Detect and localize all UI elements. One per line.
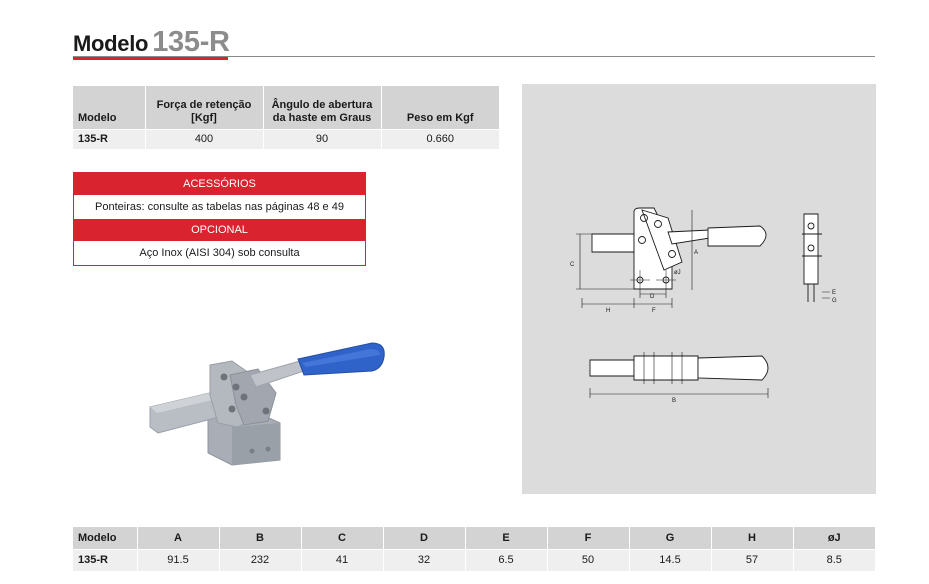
title-prefix: Modelo — [73, 31, 149, 56]
dims-col-j: øJ — [793, 527, 875, 549]
spec-cell-angle: 90 — [263, 128, 382, 149]
spec-table: Modelo Força de retenção [Kgf] Ângulo de… — [73, 86, 499, 149]
optional-heading: OPCIONAL — [74, 219, 365, 241]
dims-col-c: C — [301, 527, 384, 549]
dims-cell-c: 41 — [301, 548, 384, 571]
accessories-text: Ponteiras: consulte as tabelas nas págin… — [74, 195, 365, 219]
dims-cell-b: 232 — [219, 548, 302, 571]
dimensions-table: Modelo A B C D E F G H øJ 135-R 91.5 232… — [73, 527, 875, 571]
dims-col-b: B — [219, 527, 302, 549]
dim-label-g: G — [832, 298, 837, 304]
dims-cell-j: 8.5 — [793, 548, 875, 571]
accessories-heading: ACESSÓRIOS — [74, 173, 365, 195]
dims-col-a: A — [137, 527, 220, 549]
spec-col-model: Modelo — [73, 86, 146, 129]
dim-label-e: E — [832, 290, 836, 296]
dim-label-h: H — [606, 308, 610, 314]
dims-cell-e: 6.5 — [465, 548, 548, 571]
clamp-product-image — [149, 342, 385, 466]
dims-cell-d: 32 — [383, 548, 466, 571]
dims-cell-f: 50 — [547, 548, 630, 571]
title-accent-rule — [73, 57, 228, 60]
optional-text: Aço Inox (AISI 304) sob consulta — [74, 241, 365, 265]
dims-cell-h: 57 — [711, 548, 794, 571]
dim-label-a: A — [694, 250, 698, 256]
title-model: 135-R — [152, 26, 230, 58]
spec-cell-weight: 0.660 — [381, 128, 499, 149]
dim-label-b: B — [672, 398, 676, 404]
dims-col-model: Modelo — [73, 527, 138, 549]
dim-label-j: øJ — [674, 270, 681, 276]
spec-header-row: Modelo Força de retenção [Kgf] Ângulo de… — [73, 86, 499, 129]
technical-drawing-panel: C A H F D øJ E G B — [522, 84, 876, 494]
spec-col-force: Força de retenção [Kgf] — [145, 86, 264, 129]
table-row: 135-R 400 90 0.660 — [73, 128, 499, 149]
dims-col-h: H — [711, 527, 794, 549]
dims-cell-g: 14.5 — [629, 548, 712, 571]
dim-label-f: F — [652, 308, 656, 314]
dim-label-c: C — [570, 262, 575, 268]
dims-col-f: F — [547, 527, 630, 549]
title-rule — [73, 56, 875, 57]
technical-drawing: C A H F D øJ E G B — [570, 207, 837, 404]
dims-col-e: E — [465, 527, 548, 549]
accessories-box: ACESSÓRIOS Ponteiras: consulte as tabela… — [73, 172, 366, 266]
dims-header-row: Modelo A B C D E F G H øJ — [73, 527, 875, 549]
spec-cell-model: 135-R — [73, 128, 146, 149]
dims-cell-a: 91.5 — [137, 548, 220, 571]
table-row: 135-R 91.5 232 41 32 6.5 50 14.5 57 8.5 — [73, 548, 875, 571]
spec-cell-force: 400 — [145, 128, 264, 149]
spec-col-angle: Ângulo de abertura da haste em Graus — [263, 86, 382, 129]
dims-col-g: G — [629, 527, 712, 549]
dim-label-d: D — [650, 294, 655, 300]
dims-cell-model: 135-R — [73, 548, 138, 571]
spec-col-weight: Peso em Kgf — [381, 86, 499, 129]
dims-col-d: D — [383, 527, 466, 549]
